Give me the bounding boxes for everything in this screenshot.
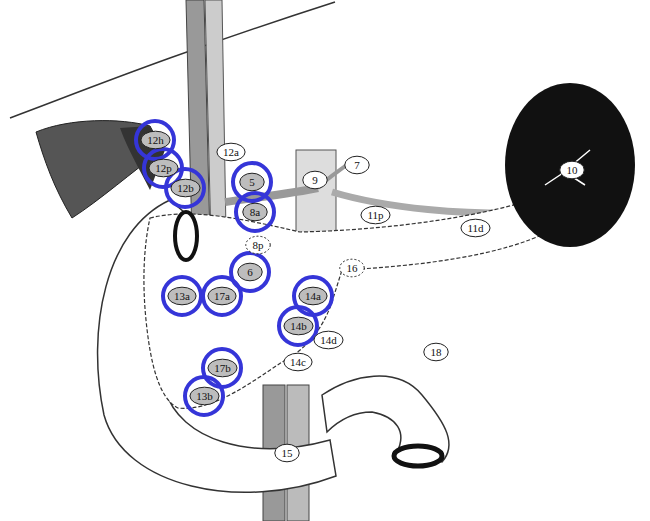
lymph-node-station: 12p — [148, 158, 179, 178]
station-number: 12h — [140, 130, 171, 150]
lymph-node-station: 11p — [360, 205, 391, 225]
station-number: 9 — [302, 170, 328, 190]
station-number: 8a — [242, 202, 268, 222]
station-number: 12a — [216, 142, 246, 162]
station-number: 17b — [207, 358, 238, 378]
station-number: 14b — [283, 316, 314, 336]
station-number: 14d — [313, 330, 344, 350]
station-number: 13b — [189, 386, 220, 406]
lymph-node-station: 12b — [170, 178, 201, 198]
station-number: 12p — [148, 158, 179, 178]
station-number: 18 — [423, 342, 449, 362]
lymph-node-station: 8p — [245, 235, 271, 255]
lymph-node-station: 13b — [189, 386, 220, 406]
lymph-node-station: 14b — [283, 316, 314, 336]
lymph-node-station: 12h — [140, 130, 171, 150]
lymph-node-station: 18 — [423, 342, 449, 362]
lymph-node-station: 15 — [274, 443, 300, 463]
station-number: 7 — [344, 155, 370, 175]
station-number: 17a — [207, 286, 237, 306]
lymph-node-station: 6 — [237, 262, 263, 282]
lymph-node-station: 5 — [239, 172, 265, 192]
station-number: 15 — [274, 443, 300, 463]
lymph-node-station: 13a — [167, 286, 197, 306]
station-number: 11d — [460, 218, 491, 238]
lymph-node-station: 17b — [207, 358, 238, 378]
station-number: 6 — [237, 262, 263, 282]
station-number: 12b — [170, 178, 201, 198]
lymph-node-station: 11d — [460, 218, 491, 238]
lymph-node-station: 7 — [344, 155, 370, 175]
station-number: 13a — [167, 286, 197, 306]
lymph-node-station: 12a — [216, 142, 246, 162]
lymph-node-station: 16 — [339, 258, 365, 278]
station-number: 10 — [559, 160, 585, 180]
station-number: 14a — [298, 286, 328, 306]
station-number: 8p — [245, 235, 271, 255]
station-number: 5 — [239, 172, 265, 192]
station-number: 11p — [360, 205, 391, 225]
lymph-node-station: 14a — [298, 286, 328, 306]
station-number: 14c — [283, 352, 313, 372]
lymph-node-station: 9 — [302, 170, 328, 190]
station-number: 16 — [339, 258, 365, 278]
lymph-node-station: 17a — [207, 286, 237, 306]
lymph-node-station: 14d — [313, 330, 344, 350]
lymph-node-station: 14c — [283, 352, 313, 372]
lymph-node-station: 8a — [242, 202, 268, 222]
lymph-node-station: 10 — [559, 160, 585, 180]
